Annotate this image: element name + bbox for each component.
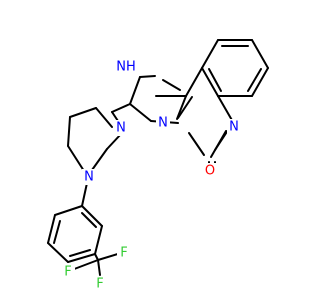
fluorine-label-2: F bbox=[120, 246, 127, 261]
pyrimidinone-ring bbox=[176, 67, 234, 171]
piperazine-nitrogen-bottom-label: N bbox=[84, 170, 94, 185]
structure-canvas: NH N N O N N F F F bbox=[47, 39, 269, 292]
benzo-ring bbox=[201, 39, 269, 97]
trifluoromethyl-group bbox=[68, 252, 122, 276]
nh-label: NH bbox=[116, 60, 136, 75]
aryl-ring bbox=[47, 182, 103, 263]
fluorine-label-3: F bbox=[96, 277, 103, 292]
piperazine-ring bbox=[67, 107, 122, 172]
ring-nitrogen-label: N bbox=[158, 116, 168, 131]
atom-labels: NH N N O N N F F F bbox=[61, 58, 241, 292]
oxygen-label: O bbox=[205, 164, 215, 179]
fluorine-label-1: F bbox=[64, 265, 71, 280]
imidazoline-ring bbox=[129, 75, 187, 124]
ring-nitrogen-b-label: N bbox=[229, 120, 239, 135]
molecule-drawing: NH N N O N N F F F bbox=[47, 39, 269, 292]
piperazine-nitrogen-top-label: N bbox=[116, 121, 126, 136]
